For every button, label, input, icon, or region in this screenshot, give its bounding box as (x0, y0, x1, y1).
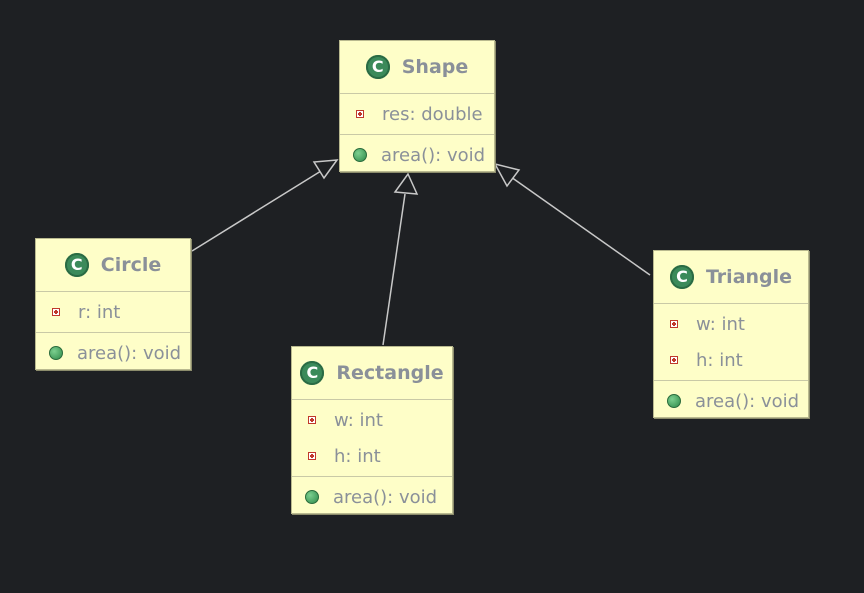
class-name: Rectangle (336, 362, 444, 384)
inheritance-arrowhead-circle (312, 159, 339, 180)
fields-section: res: double (340, 94, 494, 135)
class-name: Shape (401, 56, 469, 78)
fields-section: r: int (36, 292, 190, 333)
class-circle[interactable]: C Circle r: int area(): void (35, 238, 191, 370)
private-field-icon (308, 416, 316, 424)
method-label: area(): void (381, 144, 486, 166)
class-shape[interactable]: C Shape res: double area(): void (339, 40, 495, 172)
class-icon: C (300, 361, 325, 385)
class-name: Circle (100, 254, 162, 276)
fields-section: w: int h: int (654, 304, 808, 381)
methods-section: area(): void (292, 477, 452, 517)
public-method-icon (667, 394, 681, 408)
edge-circle-to-shape (191, 170, 322, 252)
private-field-icon (52, 308, 60, 316)
class-header: C Rectangle (292, 347, 452, 400)
method-label: area(): void (333, 486, 438, 508)
class-icon: C (64, 253, 89, 277)
class-icon: C (669, 265, 694, 289)
methods-section: area(): void (654, 381, 808, 421)
edge-triangle-to-shape (510, 176, 651, 276)
class-header: C Triangle (654, 251, 808, 304)
methods-section: area(): void (36, 333, 190, 373)
class-icon: C (365, 55, 390, 79)
inheritance-arrowhead-rectangle (393, 172, 419, 195)
inheritance-arrowhead-triangle (493, 162, 521, 188)
class-header: C Shape (340, 41, 494, 94)
method: area(): void (340, 137, 494, 173)
private-field-icon (308, 452, 316, 460)
public-method-icon (353, 148, 367, 162)
class-header: C Circle (36, 239, 190, 292)
field-label: res: double (382, 103, 483, 125)
field: h: int (292, 438, 452, 474)
field-label: w: int (334, 409, 383, 431)
field: res: double (340, 96, 494, 132)
public-method-icon (305, 490, 319, 504)
class-triangle[interactable]: C Triangle w: int h: int area(): void (653, 250, 809, 418)
field: w: int (654, 306, 808, 342)
private-field-icon (356, 110, 364, 118)
method: area(): void (654, 383, 808, 419)
class-name: Triangle (705, 266, 793, 288)
field: r: int (36, 294, 190, 330)
private-field-icon (670, 356, 678, 364)
method: area(): void (36, 335, 190, 371)
field-label: h: int (334, 445, 381, 467)
private-field-icon (670, 320, 678, 328)
fields-section: w: int h: int (292, 400, 452, 477)
field-label: w: int (696, 313, 745, 335)
method-label: area(): void (695, 390, 800, 412)
field: h: int (654, 342, 808, 378)
field-label: r: int (78, 301, 121, 323)
field-label: h: int (696, 349, 743, 371)
class-rectangle[interactable]: C Rectangle w: int h: int area(): void (291, 346, 453, 514)
field: w: int (292, 402, 452, 438)
method-label: area(): void (77, 342, 182, 364)
method: area(): void (292, 479, 452, 515)
public-method-icon (49, 346, 63, 360)
edge-rectangle-to-shape (382, 193, 406, 346)
methods-section: area(): void (340, 135, 494, 175)
